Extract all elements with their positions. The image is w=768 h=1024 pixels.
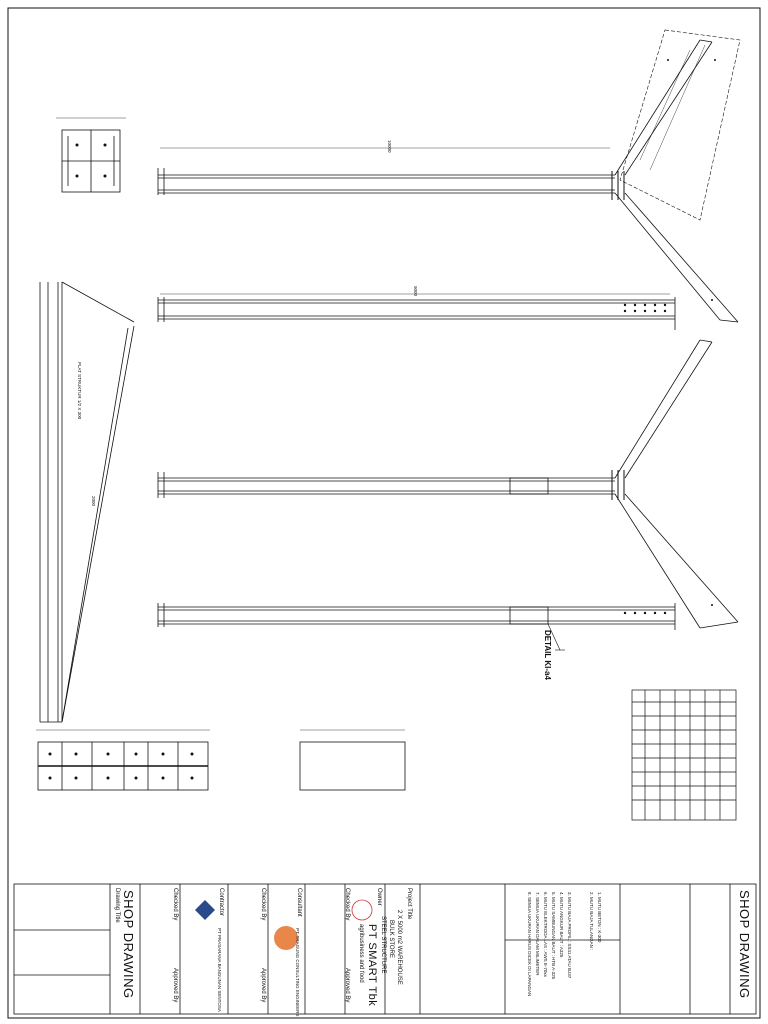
plate-detail-1 xyxy=(56,117,126,193)
project-line-1: 2 X 5000 m2 WAREHOUSE xyxy=(396,910,402,985)
note-4: 4. MUTU ANGKUR BAUT : A325 xyxy=(559,892,564,958)
contractor-name: PT PRASARANA BANGUNAN SENTOSA xyxy=(217,928,222,1012)
rafter-elevation-1 xyxy=(157,29,741,323)
note-2: 2. MUTU BAJA TULANGAN : xyxy=(589,892,594,951)
dim-beam-plate: PLAT STRUKTUR 1/2 X 300 xyxy=(77,362,82,420)
bolt-group-1 xyxy=(611,171,625,200)
owner-logo xyxy=(351,899,373,921)
project-line-2: BULK STORE xyxy=(388,920,394,958)
contractor-label: Contractor xyxy=(218,888,224,917)
dim-haunch: 2000 xyxy=(91,496,96,507)
consultant-approved-by: Approved By xyxy=(260,968,266,1003)
rafter-elevation-4 xyxy=(157,603,676,651)
owner-label: Owner xyxy=(376,888,382,906)
contractor-logo xyxy=(195,900,215,920)
drawing-title-label: Drawing Title xyxy=(114,888,120,923)
project-line-3: STEEL STRUCTURE xyxy=(380,916,386,974)
rafter-elevation-3 xyxy=(157,339,739,629)
note-5: 5. MUTU SAMBUNGAN BAUT : HTB A-325 xyxy=(551,892,556,980)
haunch-detail xyxy=(39,281,135,723)
rebar-cage xyxy=(631,689,737,821)
note-6: 6. MUTU ELEKTRODA LAS : AWS E-70xx xyxy=(543,892,548,977)
rafter-elevation-2 xyxy=(157,293,676,330)
detail-callout: DETAIL KI-a4 xyxy=(543,630,552,680)
contractor-checked-by: Checked By xyxy=(172,888,178,921)
owner-tagline: agribusiness and food xyxy=(358,924,364,983)
owner-checked-by: Checked By xyxy=(344,888,350,921)
stiffener-plate xyxy=(299,741,406,791)
dim-mid-span: 9000 xyxy=(413,286,418,297)
consultant-name: PT. TRAGUNG CONSULTING ENGINEERS xyxy=(295,928,300,1017)
dim-top-span: 10000 xyxy=(387,140,392,153)
owner-approved-by: Approved By xyxy=(344,968,350,1003)
bolt-markers xyxy=(48,59,716,780)
consultant-logo xyxy=(274,926,298,950)
project-title-label: Project Title xyxy=(406,888,412,920)
owner-name: PT SMART Tbk xyxy=(366,924,378,1007)
sheet-border xyxy=(7,7,761,1019)
sheet-title: SHOP DRAWING xyxy=(737,890,752,999)
plate-detail-2 xyxy=(36,729,210,791)
note-1: 1. MUTU BETON : K-300 xyxy=(597,892,602,943)
note-8: 8. SEMUA UKURAN HARUS DICEK DI LAPANGAN xyxy=(527,892,532,997)
consultant-checked-by: Checked By xyxy=(260,888,266,921)
contractor-approved-by: Approved By xyxy=(172,968,178,1003)
consultant-label: Consultant xyxy=(296,888,302,917)
title-block xyxy=(13,883,757,1015)
note-7: 7. SEMUA UKURAN DALAM MILIMETER xyxy=(535,892,540,976)
note-3: 3. MUTU BAJA PROFIL : SS41 ATAU BJ37 xyxy=(567,892,572,979)
sheet-title-secondary: SHOP DRAWING xyxy=(121,890,136,999)
